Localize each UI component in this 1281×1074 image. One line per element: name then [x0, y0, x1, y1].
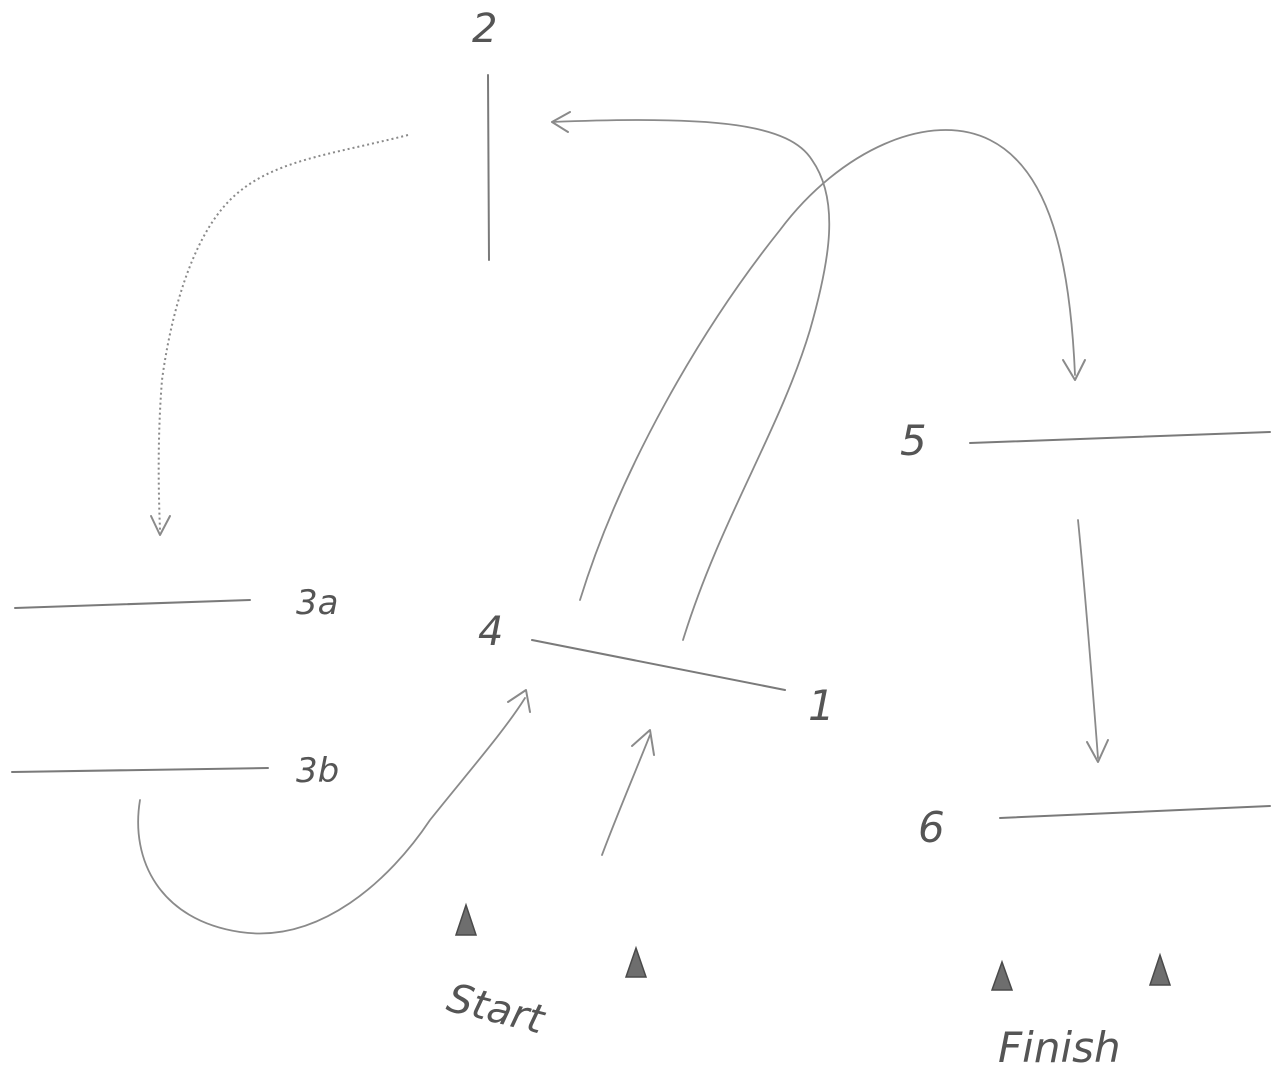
route-3b-to-4 — [137, 697, 526, 935]
arrowhead-4 — [507, 689, 531, 713]
label-jump-5: 5 — [900, 416, 927, 465]
obstacle-4-1 — [531, 639, 786, 691]
label-start: Start — [443, 975, 550, 1044]
route-start-to-1 — [601, 734, 651, 856]
arrowhead-5 — [1062, 359, 1086, 381]
arrowhead-3a — [150, 515, 171, 536]
cone-start-left — [454, 902, 478, 936]
route-5-to-6 — [1077, 519, 1099, 759]
label-finish: Finish — [998, 1023, 1121, 1072]
route-2-to-3a — [157, 134, 409, 531]
arrowhead-2 — [551, 111, 571, 133]
obstacle-6 — [999, 805, 1271, 819]
cone-start-right — [624, 945, 648, 978]
label-jump-4: 4 — [478, 609, 503, 655]
label-jump-1: 1 — [808, 681, 835, 730]
label-jump-2: 2 — [472, 6, 497, 52]
cone-finish-right — [1148, 952, 1172, 986]
arrowhead-start — [631, 729, 655, 756]
obstacle-2 — [487, 74, 490, 261]
label-jump-6: 6 — [918, 803, 945, 852]
label-jump-3b: 3b — [296, 751, 339, 791]
obstacle-3b — [11, 767, 269, 773]
route-4-to-5 — [579, 129, 1076, 601]
route-1-to-2 — [551, 119, 831, 641]
obstacle-5 — [969, 431, 1271, 444]
label-jump-3a: 3a — [296, 583, 338, 623]
obstacle-3a — [14, 599, 251, 609]
cone-finish-left — [990, 959, 1014, 991]
arrowhead-6 — [1086, 739, 1109, 763]
